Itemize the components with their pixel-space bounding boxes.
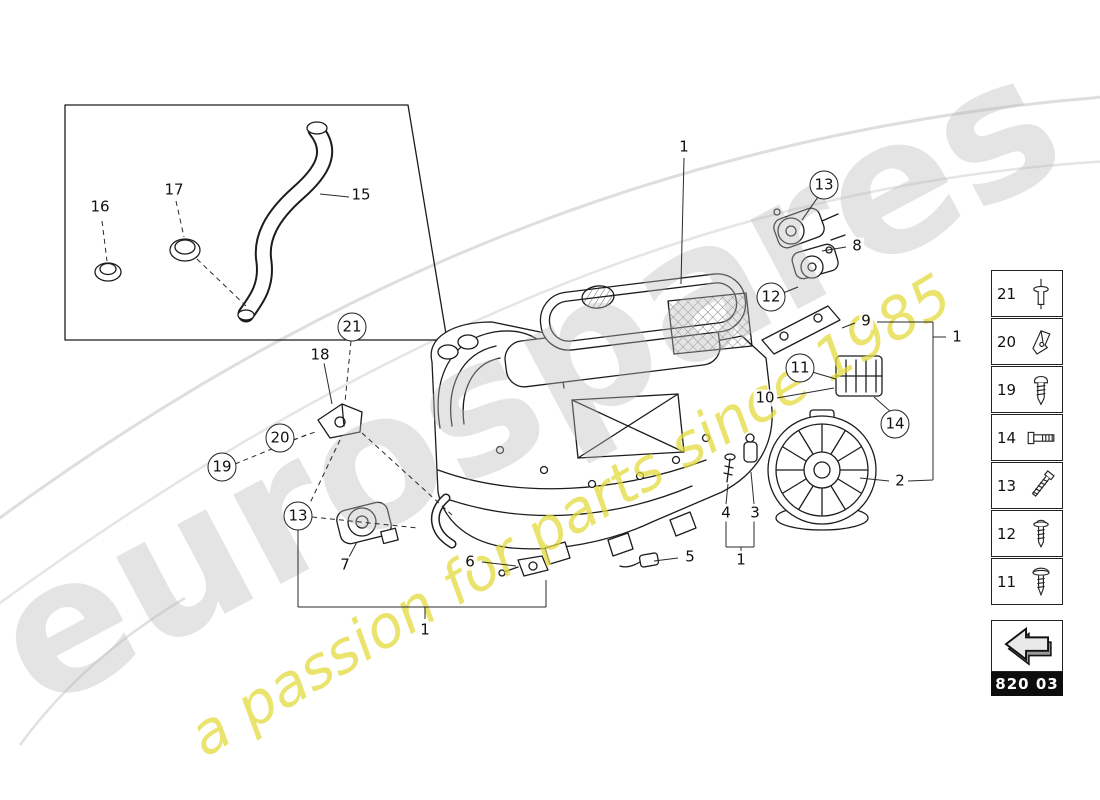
callout-10[interactable]: 10: [753, 388, 777, 407]
callout-9[interactable]: 9: [859, 311, 873, 330]
callout-20[interactable]: 20: [265, 423, 295, 453]
callout-12[interactable]: 12: [756, 282, 786, 312]
fastener-number: 20: [997, 332, 1017, 351]
callout-17[interactable]: 17: [162, 180, 186, 199]
blind-rivet-icon: [1033, 278, 1049, 309]
fastener-item-12[interactable]: 12: [991, 510, 1063, 557]
fastener-item-11[interactable]: 11: [991, 558, 1063, 605]
leader-lines: [297, 157, 946, 619]
callout-18[interactable]: 18: [308, 345, 332, 364]
fastener-item-19[interactable]: 19: [991, 366, 1063, 413]
callout-4[interactable]: 4: [719, 503, 733, 522]
callout-13-upper[interactable]: 13: [809, 170, 839, 200]
back-arrow-button[interactable]: [991, 620, 1063, 672]
fastener-number: 14: [997, 428, 1017, 447]
callout-8[interactable]: 8: [850, 236, 864, 255]
callout-19[interactable]: 19: [207, 452, 237, 482]
callout-5[interactable]: 5: [683, 547, 697, 566]
callout-1-middle[interactable]: 1: [734, 550, 748, 569]
mushroom-head-screw-icon: [1032, 567, 1050, 596]
callout-7[interactable]: 7: [338, 555, 352, 574]
blower-motor-art: [767, 409, 877, 531]
sheet-metal-clip-icon: [1032, 329, 1051, 355]
watermark-brand: eurospares: [0, 11, 1093, 751]
washer-head-screw-icon: [1033, 519, 1049, 548]
fastener-number: 13: [997, 476, 1017, 495]
hose-and-caps-art: [64, 104, 448, 341]
callout-2[interactable]: 2: [893, 471, 907, 490]
leader-lines-dashed: [101, 200, 453, 529]
hex-bolt-icon: [1027, 431, 1055, 444]
callout-6[interactable]: 6: [463, 552, 477, 571]
background-swoosh: [0, 95, 1100, 746]
servo-actuators-art: [761, 207, 883, 397]
part-code-panel: 820 03: [991, 620, 1063, 696]
callout-13-lower[interactable]: 13: [283, 501, 313, 531]
fastener-item-13[interactable]: 13: [991, 462, 1063, 509]
small-parts-art: [317, 403, 758, 577]
fastener-number: 11: [997, 572, 1017, 591]
back-arrow-icon: [1004, 626, 1052, 666]
fan-blades: [776, 424, 868, 516]
callout-3[interactable]: 3: [748, 503, 762, 522]
callout-11[interactable]: 11: [785, 353, 815, 383]
fastener-legend: 21 20 19: [991, 270, 1063, 606]
callout-1-bottom[interactable]: 1: [418, 620, 432, 639]
callout-15[interactable]: 15: [349, 185, 373, 204]
callout-1-right[interactable]: 1: [950, 327, 964, 346]
callout-14[interactable]: 14: [880, 409, 910, 439]
hvac-unit-art: [430, 273, 773, 565]
callout-21[interactable]: 21: [337, 312, 367, 342]
fastener-number: 12: [997, 524, 1017, 543]
fastener-item-21[interactable]: 21: [991, 270, 1063, 317]
fastener-number: 19: [997, 380, 1017, 399]
pan-head-screw-icon: [1034, 375, 1048, 406]
fastener-item-20[interactable]: 20: [991, 318, 1063, 365]
callout-1-top[interactable]: 1: [677, 137, 691, 156]
fastener-item-14[interactable]: 14: [991, 414, 1063, 461]
long-bolt-icon: [1031, 469, 1055, 497]
callout-16[interactable]: 16: [88, 197, 112, 216]
part-code-label: 820 03: [991, 672, 1063, 696]
fastener-number: 21: [997, 284, 1017, 303]
